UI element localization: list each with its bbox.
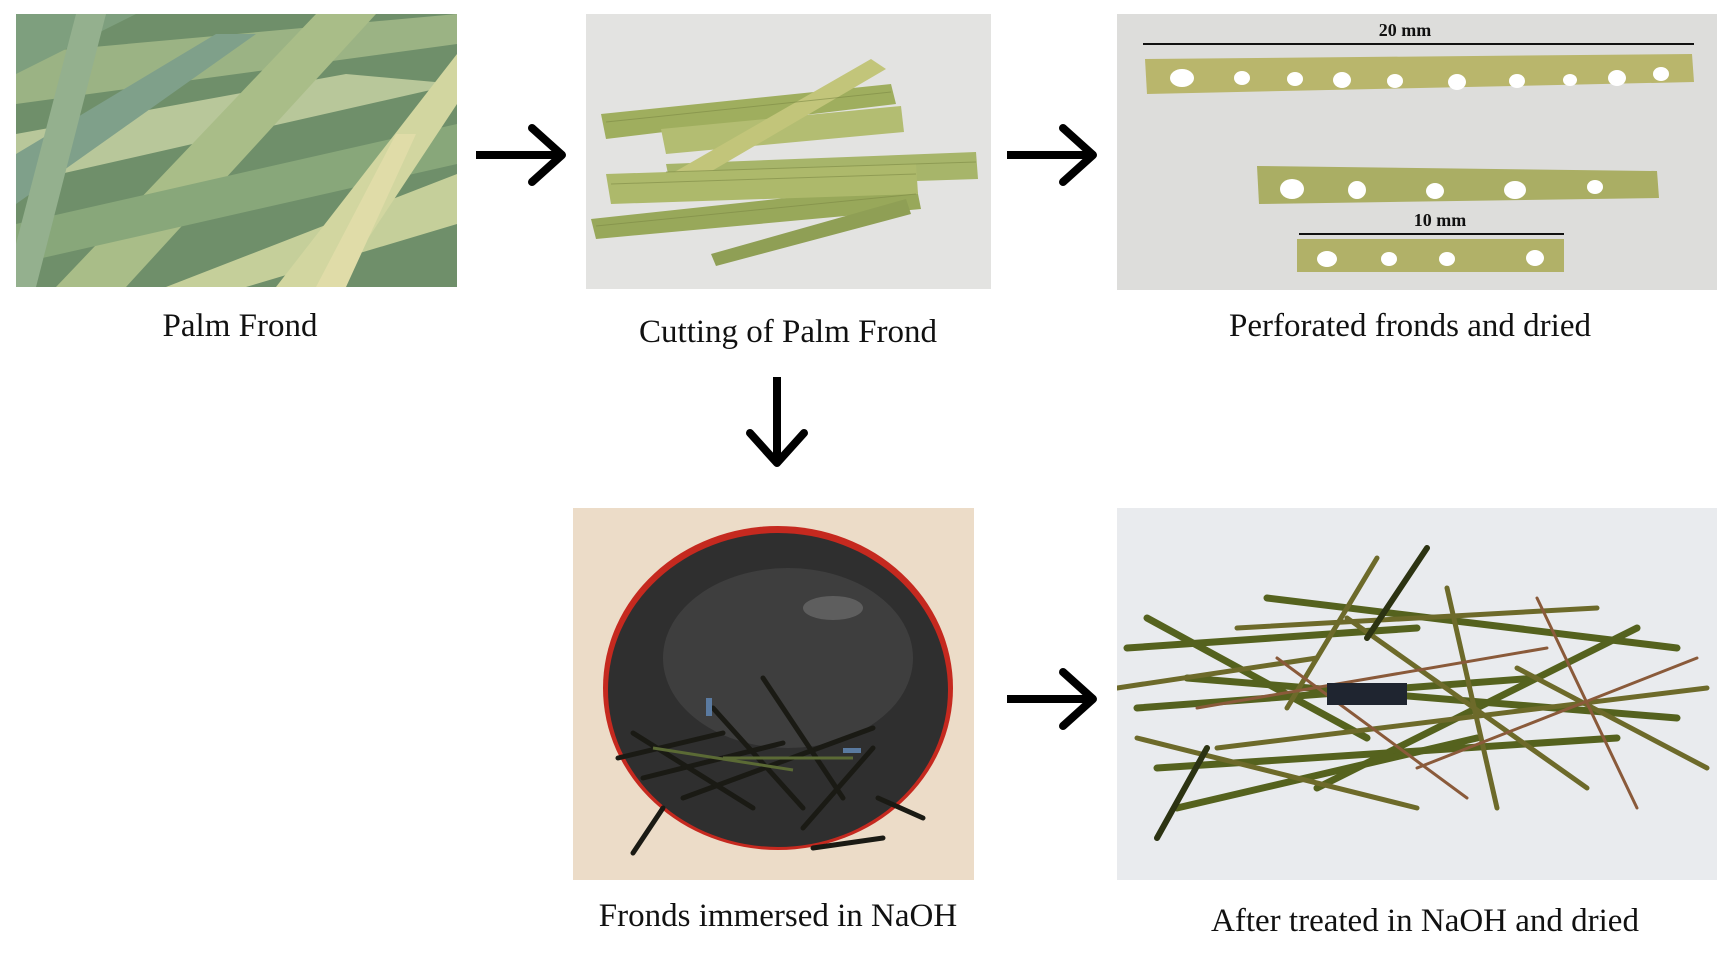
palm-frond-photo xyxy=(16,14,457,287)
arrow-right-icon xyxy=(1005,120,1101,190)
treated-fibers-photo xyxy=(1117,508,1717,880)
scale-label-20mm: 20 mm xyxy=(1379,20,1432,40)
arrow-right-icon xyxy=(1005,664,1101,734)
caption-palm-frond: Palm Frond xyxy=(162,308,318,344)
caption-perforated: Perforated fronds and dried xyxy=(1229,308,1591,344)
arrow-down-icon xyxy=(742,375,812,471)
perforated-photo: 20 mm 10 mm xyxy=(1117,14,1717,290)
arrow-right-icon xyxy=(474,120,570,190)
caption-treated: After treated in NaOH and dried xyxy=(1211,903,1639,939)
scale-label-10mm: 10 mm xyxy=(1414,210,1467,230)
naoh-immersion-photo xyxy=(573,508,974,880)
cutting-photo xyxy=(586,14,991,289)
caption-immersed: Fronds immersed in NaOH xyxy=(598,898,958,934)
caption-cutting: Cutting of Palm Frond xyxy=(639,314,937,350)
